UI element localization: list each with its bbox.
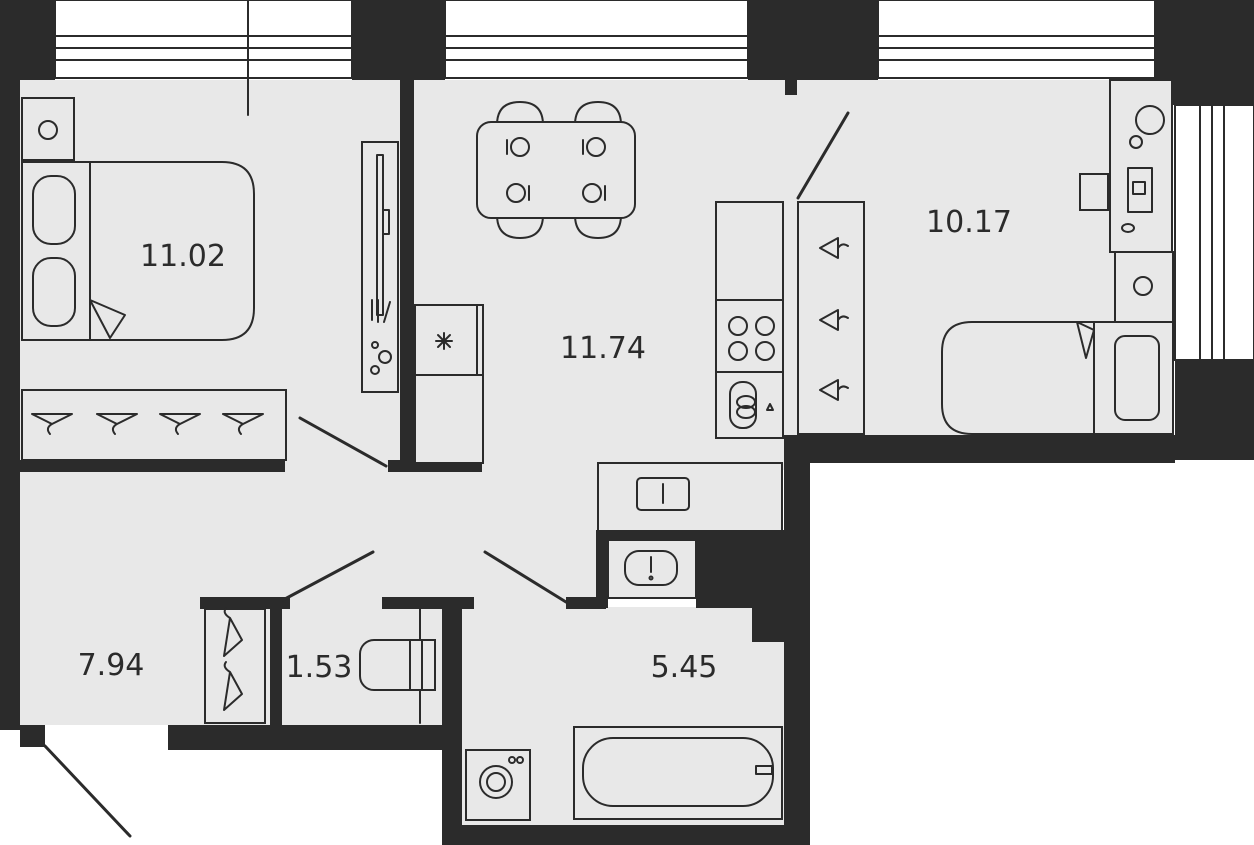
wardrobe	[21, 389, 287, 461]
wet-area-furniture	[204, 539, 783, 821]
side-window	[1174, 104, 1254, 361]
bathtub	[573, 726, 783, 820]
kitchen-cabinet	[414, 374, 484, 464]
doors	[43, 111, 850, 838]
area-label-bedroom-left: 11.02	[140, 239, 226, 274]
area-label-bathroom: 5.45	[651, 650, 718, 685]
window-center	[444, 0, 749, 79]
pillow	[32, 175, 76, 245]
kitchen-furniture	[414, 100, 784, 532]
double-bed	[21, 161, 255, 341]
dining-table	[476, 121, 636, 219]
area-label-hallway: 7.94	[78, 648, 145, 683]
nightstand	[21, 97, 75, 161]
wardrobe-right	[797, 201, 865, 435]
window-left	[54, 0, 353, 79]
sink-icon	[729, 381, 774, 429]
washing-machine-icon	[479, 765, 513, 799]
pillow	[1114, 335, 1160, 421]
pillow	[32, 257, 76, 327]
washing-machine	[465, 749, 531, 821]
area-label-toilet: 1.53	[286, 650, 353, 685]
tv-shelf	[361, 141, 399, 393]
top-windows	[54, 0, 1156, 116]
desk-chair	[1079, 173, 1109, 211]
hanger-icon	[819, 237, 849, 401]
snowflake-icon	[435, 332, 453, 350]
window-right	[877, 0, 1156, 79]
hanger-icon	[223, 607, 243, 711]
bedroom-right-furniture	[797, 79, 1174, 435]
desk	[1109, 79, 1173, 253]
hall-cabinet	[597, 462, 783, 532]
nightstand-right	[1114, 251, 1174, 323]
area-label-kitchen-living: 11.74	[560, 331, 646, 366]
plate-icon	[506, 137, 606, 203]
toilet-icon	[359, 639, 436, 691]
bedroom-left-furniture	[21, 97, 399, 461]
stove-icon	[728, 316, 775, 361]
area-label-bedroom-right: 10.17	[926, 205, 1012, 240]
chairs	[495, 100, 623, 240]
area-labels: 11.02 11.74 10.17 7.94 1.53 5.45	[78, 205, 1012, 685]
hanger-icon	[31, 413, 264, 435]
